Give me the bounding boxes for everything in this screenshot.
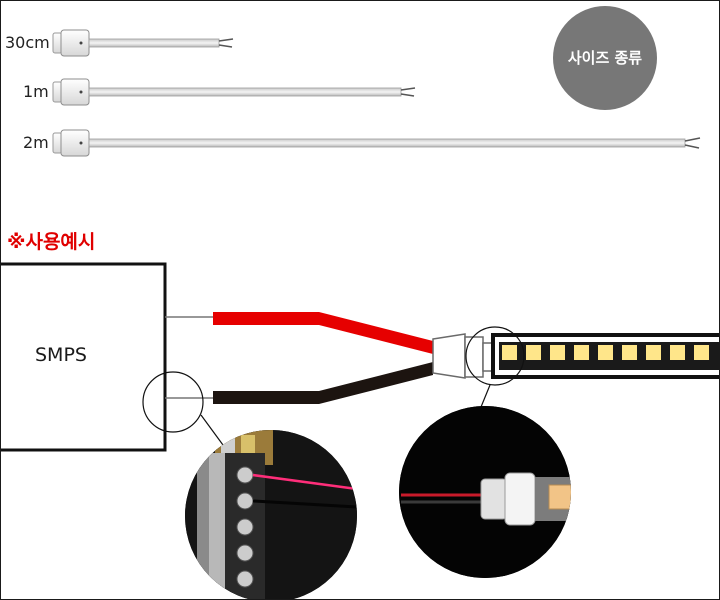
negative-wire [213,362,433,404]
size-types-label: 사이즈 종류 [568,49,642,67]
size-label-30cm: 30cm [5,33,50,52]
led-chip [598,345,613,360]
size-label-1m: 1m [23,82,49,101]
size-types-badge: 사이즈 종류 [553,6,657,110]
power-terminal-leads [165,316,213,399]
magnifier-circle-icon [465,326,525,386]
callout-line [200,414,224,446]
cable-1m: 1m [23,78,416,106]
led-chip [646,345,661,360]
cable-30cm: 30cm [5,29,234,57]
usage-example-title: ※사용예시 [7,231,95,253]
size-label-2m: 2m [23,133,49,152]
led-chip [502,345,517,360]
led-chip [622,345,637,360]
negative-wire [252,499,357,509]
cable-body [88,87,402,97]
cable-body [88,38,220,48]
smps-power-supply: SMPS [1,262,167,452]
connector-icon [52,78,90,106]
positive-wire [252,473,357,491]
connector-icon [52,129,90,157]
terminal-block-zoom-inset [185,430,357,599]
led-chip [526,345,541,360]
led-strip [491,333,719,379]
stripped-wire-ends [400,87,416,97]
stripped-wire-ends [684,137,701,149]
led-chip [694,345,709,360]
led-chip [550,345,565,360]
led-chip [670,345,685,360]
stripped-wire-ends [218,38,234,48]
positive-wire [213,312,433,354]
connector-icon [52,29,90,57]
connector-icon [432,333,494,379]
connector-zoom-inset [399,406,571,578]
cable-body [88,138,686,148]
callout-line [480,384,491,408]
led-chip [574,345,589,360]
smps-label: SMPS [35,344,87,366]
cable-2m: 2m [23,129,701,157]
magnifier-circle-icon [142,371,204,433]
